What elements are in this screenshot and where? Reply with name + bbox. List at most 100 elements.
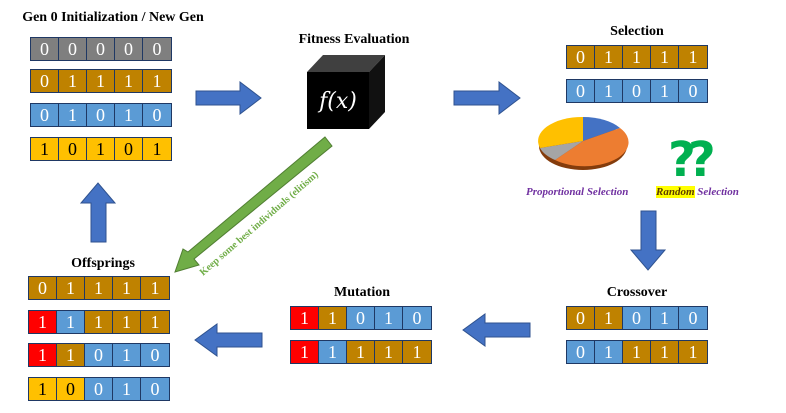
- gene-cell: 0: [623, 307, 651, 329]
- gene-cell: 1: [319, 307, 347, 329]
- gene-cell: 0: [85, 344, 113, 366]
- gene-cell: 1: [29, 311, 57, 333]
- gene-cell: 1: [679, 341, 707, 363]
- gene-cell: 0: [87, 38, 115, 60]
- arrow-down-icon: [629, 210, 667, 271]
- gene-cell: 0: [567, 46, 595, 68]
- offsprings-title: Offsprings: [71, 256, 135, 271]
- gene-cell: 1: [143, 70, 171, 92]
- gene-cell: 1: [113, 378, 141, 400]
- proportional-selection-label: Proportional Selection: [526, 186, 629, 198]
- init-title: Gen 0 Initialization / New Gen: [22, 10, 204, 25]
- random-selection-label: Random Selection: [656, 186, 739, 198]
- gene-cell: 1: [113, 311, 141, 333]
- gene-cell: 1: [623, 46, 651, 68]
- gene-cell: 1: [291, 307, 319, 329]
- gene-cell: 1: [87, 70, 115, 92]
- gene-cell: 1: [59, 104, 87, 126]
- random-word: Random: [656, 186, 695, 198]
- gene-cell: 1: [85, 277, 113, 299]
- gene-cell: 0: [403, 307, 431, 329]
- gene-cell: 1: [115, 70, 143, 92]
- gene-cell: 1: [143, 138, 171, 160]
- gene-cell: 0: [143, 104, 171, 126]
- gene-cell: 0: [87, 104, 115, 126]
- gene-cell: 1: [57, 311, 85, 333]
- gene-cell: 1: [85, 311, 113, 333]
- gene-cell: 0: [567, 341, 595, 363]
- gene-cell: 1: [29, 344, 57, 366]
- gene-cell: 1: [595, 46, 623, 68]
- gene-cell: 1: [403, 341, 431, 363]
- gene-cell: 0: [623, 80, 651, 102]
- gene-cell: 1: [595, 341, 623, 363]
- gene-cell: 1: [291, 341, 319, 363]
- pie-chart-icon: [538, 116, 629, 170]
- arrow-left-icon: [194, 323, 263, 357]
- mutation-title: Mutation: [334, 285, 390, 300]
- question-marks-icon: ??: [668, 132, 713, 188]
- gene-cell: 0: [57, 378, 85, 400]
- gene-cell: 0: [31, 70, 59, 92]
- gene-cell: 0: [115, 38, 143, 60]
- gene-cell: 0: [29, 277, 57, 299]
- elitism-arrow-icon: [174, 136, 333, 273]
- gene-cell: 0: [567, 80, 595, 102]
- gene-cell: 1: [87, 138, 115, 160]
- gene-cell: 1: [113, 344, 141, 366]
- gene-cell: 0: [141, 378, 169, 400]
- gene-cell: 1: [115, 104, 143, 126]
- gene-cell: 1: [375, 307, 403, 329]
- gene-cell: 1: [679, 46, 707, 68]
- gene-cell: 0: [143, 38, 171, 60]
- gene-cell: 0: [59, 38, 87, 60]
- gene-cell: 1: [651, 307, 679, 329]
- gene-cell: 1: [59, 70, 87, 92]
- gene-cell: 1: [651, 46, 679, 68]
- arrow-left-icon: [462, 313, 531, 347]
- gene-cell: 1: [31, 138, 59, 160]
- arrow-right-icon: [195, 80, 262, 116]
- gene-cell: 1: [347, 341, 375, 363]
- gene-cell: 0: [347, 307, 375, 329]
- gene-cell: 1: [319, 341, 347, 363]
- elitism-label: Keep some best individuals (elitism): [198, 169, 321, 278]
- gene-cell: 0: [31, 104, 59, 126]
- gene-cell: 0: [679, 307, 707, 329]
- fitness-title: Fitness Evaluation: [298, 32, 410, 47]
- gene-cell: 1: [595, 80, 623, 102]
- gene-cell: 1: [623, 341, 651, 363]
- fitness-function-cube-icon: f(x): [307, 55, 385, 129]
- gene-cell: 1: [141, 277, 169, 299]
- gene-cell: 1: [57, 344, 85, 366]
- gene-cell: 1: [651, 80, 679, 102]
- arrow-right-icon: [453, 80, 521, 116]
- gene-cell: 0: [31, 38, 59, 60]
- gene-cell: 0: [567, 307, 595, 329]
- selection-word: Selection: [694, 186, 739, 198]
- gene-cell: 1: [29, 378, 57, 400]
- gene-cell: 1: [113, 277, 141, 299]
- gene-cell: 0: [141, 344, 169, 366]
- gene-cell: 0: [115, 138, 143, 160]
- gene-cell: 1: [57, 277, 85, 299]
- fitness-formula: f(x): [317, 89, 357, 114]
- gene-cell: 1: [651, 341, 679, 363]
- selection-title: Selection: [610, 24, 664, 39]
